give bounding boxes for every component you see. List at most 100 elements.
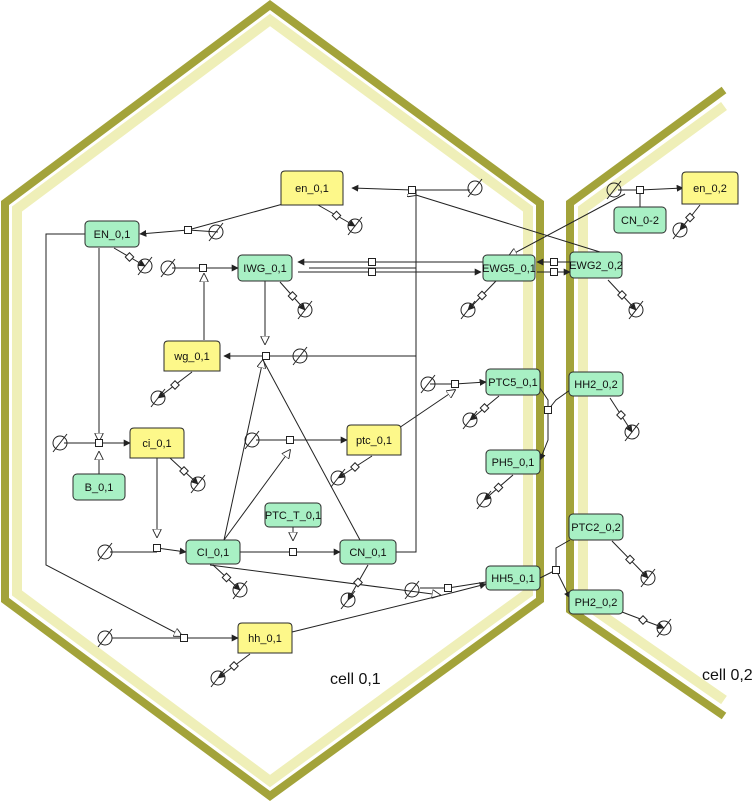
reaction-edge-41 bbox=[209, 564, 440, 595]
process-node-16 bbox=[552, 566, 560, 574]
reaction-edge-37 bbox=[539, 387, 549, 461]
process-node-17 bbox=[636, 186, 644, 194]
reaction-edge-50 bbox=[509, 193, 626, 256]
reaction-edge-7 bbox=[45, 233, 182, 636]
degradation-symbol-18 bbox=[404, 580, 420, 600]
degradation-symbol-9 bbox=[169, 457, 206, 494]
process-node-13 bbox=[544, 406, 552, 414]
process-node-9 bbox=[153, 544, 161, 552]
node-label-ci01: ci_0,1 bbox=[142, 438, 171, 450]
process-node-15 bbox=[180, 634, 188, 642]
process-node-11 bbox=[289, 548, 297, 556]
node-HH202[interactable]: HH2_0,2 bbox=[568, 371, 624, 397]
node-en02[interactable]: en_0,2 bbox=[681, 171, 739, 205]
node-HH501[interactable]: HH5_0,1 bbox=[485, 565, 541, 591]
degradation-symbol-15 bbox=[97, 628, 113, 648]
degradation-symbol-6 bbox=[292, 346, 308, 366]
degradation-symbol-26 bbox=[606, 180, 622, 200]
process-node-10 bbox=[286, 436, 294, 444]
degradation-symbol-11 bbox=[244, 430, 260, 450]
degradation-symbol-19 bbox=[476, 474, 514, 510]
degradation-symbol-20 bbox=[460, 280, 497, 320]
degradation-symbol-7 bbox=[150, 371, 193, 408]
node-label-PTCT01: PTC_T_0,1 bbox=[265, 510, 321, 522]
node-PH202[interactable]: PH2_0,2 bbox=[568, 589, 624, 615]
node-label-wg01: wg_0,1 bbox=[173, 351, 209, 363]
node-PH501[interactable]: PH5_0,1 bbox=[485, 449, 541, 475]
reaction-edge-0 bbox=[351, 184, 413, 192]
node-wg01[interactable]: wg_0,1 bbox=[163, 340, 221, 372]
process-node-3 bbox=[368, 258, 376, 266]
node-en01[interactable]: en_0,1 bbox=[280, 170, 344, 206]
degradation-symbol-4 bbox=[160, 258, 176, 278]
node-PTCT01[interactable]: PTC_T_0,1 bbox=[264, 502, 322, 528]
node-CN02[interactable]: CN_0-2 bbox=[613, 206, 667, 234]
node-label-CI01: CI_0,1 bbox=[197, 547, 229, 559]
reaction-edge-33 bbox=[262, 359, 361, 541]
cell-label-0-1: cell 0,1 bbox=[330, 671, 381, 688]
degradation-symbol-1 bbox=[208, 222, 224, 242]
degradation-symbol-16 bbox=[210, 653, 251, 688]
node-label-EN01: EN_0,1 bbox=[94, 229, 131, 241]
reaction-edge-5 bbox=[139, 229, 189, 237]
node-B01[interactable]: B_0,1 bbox=[72, 473, 126, 501]
degradation-symbol-3 bbox=[113, 247, 153, 276]
reaction-edge-34 bbox=[395, 390, 455, 431]
degradation-symbol-25 bbox=[621, 611, 672, 638]
process-node-0 bbox=[408, 186, 416, 194]
cell-0-2 bbox=[566, 86, 727, 720]
edges-layer bbox=[45, 184, 684, 642]
node-CN01[interactable]: CN_0,1 bbox=[339, 539, 397, 565]
node-label-en01: en_0,1 bbox=[295, 183, 329, 195]
reaction-edge-29 bbox=[223, 450, 290, 541]
node-ci01[interactable]: ci_0,1 bbox=[129, 427, 185, 459]
reaction-edge-2 bbox=[396, 190, 417, 553]
node-label-B01: B_0,1 bbox=[85, 482, 114, 494]
node-PTC202[interactable]: PTC2_0,2 bbox=[568, 513, 624, 541]
cell-0-1 bbox=[0, 0, 544, 801]
process-node-2 bbox=[199, 264, 207, 272]
degradation-symbol-22 bbox=[462, 395, 500, 430]
node-label-HH202: HH2_0,2 bbox=[574, 379, 617, 391]
node-label-en02: en_0,2 bbox=[693, 183, 727, 195]
process-node-14 bbox=[444, 584, 452, 592]
degradation-symbol-17 bbox=[420, 374, 436, 394]
reaction-edge-47 bbox=[639, 184, 684, 192]
degradation-symbol-10 bbox=[97, 542, 113, 562]
node-CI01[interactable]: CI_0,1 bbox=[185, 539, 241, 565]
node-EWG501[interactable]: EWG5_0,1 bbox=[482, 254, 536, 282]
degradation-symbol-27 bbox=[672, 204, 701, 240]
reaction-edge-35 bbox=[454, 378, 487, 386]
node-label-EWG501: EWG5_0,1 bbox=[482, 263, 536, 275]
degradation-symbol-12 bbox=[330, 455, 373, 488]
reaction-edge-42 bbox=[291, 582, 487, 633]
node-label-CN01: CN_0,1 bbox=[349, 547, 386, 559]
node-ptc01[interactable]: ptc_0,1 bbox=[346, 424, 402, 456]
node-hh01[interactable]: hh_0,1 bbox=[237, 622, 293, 654]
degradation-symbols-layer bbox=[52, 178, 701, 688]
node-label-PH202: PH2_0,2 bbox=[575, 597, 618, 609]
node-label-EWG202: EWG2_0,2 bbox=[569, 260, 623, 272]
node-label-ptc01: ptc_0,1 bbox=[356, 435, 392, 447]
process-node-5 bbox=[550, 258, 558, 266]
degradation-symbol-0 bbox=[467, 178, 483, 198]
reaction-edge-3 bbox=[416, 195, 601, 253]
node-EWG202[interactable]: EWG2_0,2 bbox=[569, 251, 623, 279]
reaction-edge-18 bbox=[266, 267, 417, 357]
node-label-hh01: hh_0,1 bbox=[248, 633, 282, 645]
reaction-edge-32 bbox=[223, 360, 263, 541]
node-label-CN02: CN_0-2 bbox=[621, 215, 659, 227]
reaction-edge-45 bbox=[555, 539, 571, 599]
process-node-1 bbox=[184, 226, 192, 234]
degradation-symbol-2 bbox=[317, 204, 363, 236]
node-label-PTC501: PTC5_0,1 bbox=[488, 377, 538, 389]
node-IWG01[interactable]: IWG_0,1 bbox=[237, 254, 293, 282]
node-EN01[interactable]: EN_0,1 bbox=[84, 220, 140, 248]
node-PTC501[interactable]: PTC5_0,1 bbox=[485, 368, 541, 396]
process-node-12 bbox=[451, 380, 459, 388]
process-node-6 bbox=[550, 268, 558, 276]
process-node-8 bbox=[95, 439, 103, 447]
reaction-edge-4 bbox=[187, 203, 284, 231]
